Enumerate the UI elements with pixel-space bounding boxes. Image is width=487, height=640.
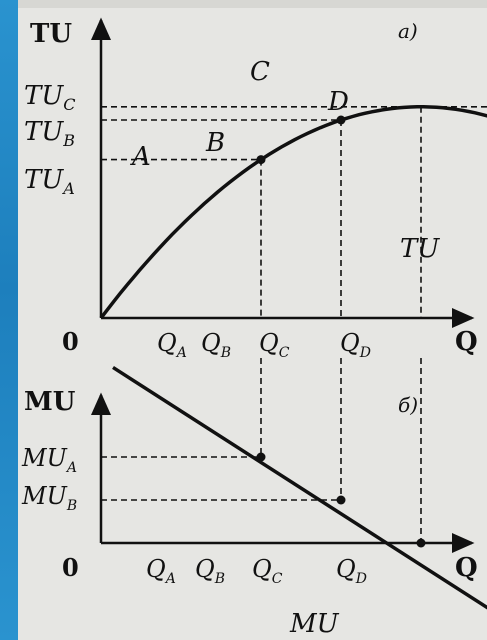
mu-origin-label: 0 — [62, 553, 79, 582]
tu-point-marks — [256, 115, 346, 165]
mu-point-zero — [416, 538, 426, 548]
mu-x-axis-label: Q — [455, 553, 478, 583]
tu-x-axis-label: Q — [455, 327, 478, 357]
tu-b-tick: TUB — [24, 117, 75, 150]
mu-point-1 — [336, 495, 346, 505]
tu-qc-tick: QC — [259, 329, 290, 361]
tu-a-tick: TUA — [24, 165, 75, 198]
mu-point-0 — [256, 452, 266, 462]
mu-a-tick: MUA — [21, 444, 77, 476]
mu-guide-lines — [101, 456, 341, 501]
tu-curve — [99, 105, 487, 320]
mu-b-tick: MUB — [21, 482, 77, 514]
tu-qb-tick: QB — [201, 329, 231, 361]
tu-c-tick: TUC — [24, 81, 76, 114]
tu-qa-tick: QA — [157, 329, 187, 361]
tu-guide-lines — [101, 106, 487, 543]
tu-origin-label: 0 — [62, 327, 79, 356]
mu-line — [112, 365, 487, 610]
mu-qb-tick: QB — [195, 555, 225, 587]
tu-point-B — [336, 115, 346, 125]
mu-panel-label: б) — [398, 393, 418, 417]
tu-panel-label: a) — [398, 19, 418, 43]
point-a-label: A — [130, 142, 151, 172]
mu-curve-label: MU — [289, 609, 340, 639]
mu-qd-tick: QD — [336, 555, 367, 587]
tu-curve-label: TU — [400, 234, 440, 264]
tu-point-A — [256, 155, 266, 165]
background-top-band — [0, 0, 487, 8]
point-d-label: D — [327, 87, 349, 117]
point-b-label: B — [205, 128, 225, 158]
mu-point-marks — [256, 452, 426, 548]
background-left-band — [0, 0, 18, 640]
mu-y-axis-label: MU — [24, 387, 76, 417]
tu-y-axis-label: TU — [30, 19, 72, 49]
point-c-label: C — [250, 57, 270, 87]
mu-qa-tick: QA — [146, 555, 176, 587]
tu-qd-tick: QD — [340, 329, 371, 361]
mu-qc-tick: QC — [252, 555, 283, 587]
